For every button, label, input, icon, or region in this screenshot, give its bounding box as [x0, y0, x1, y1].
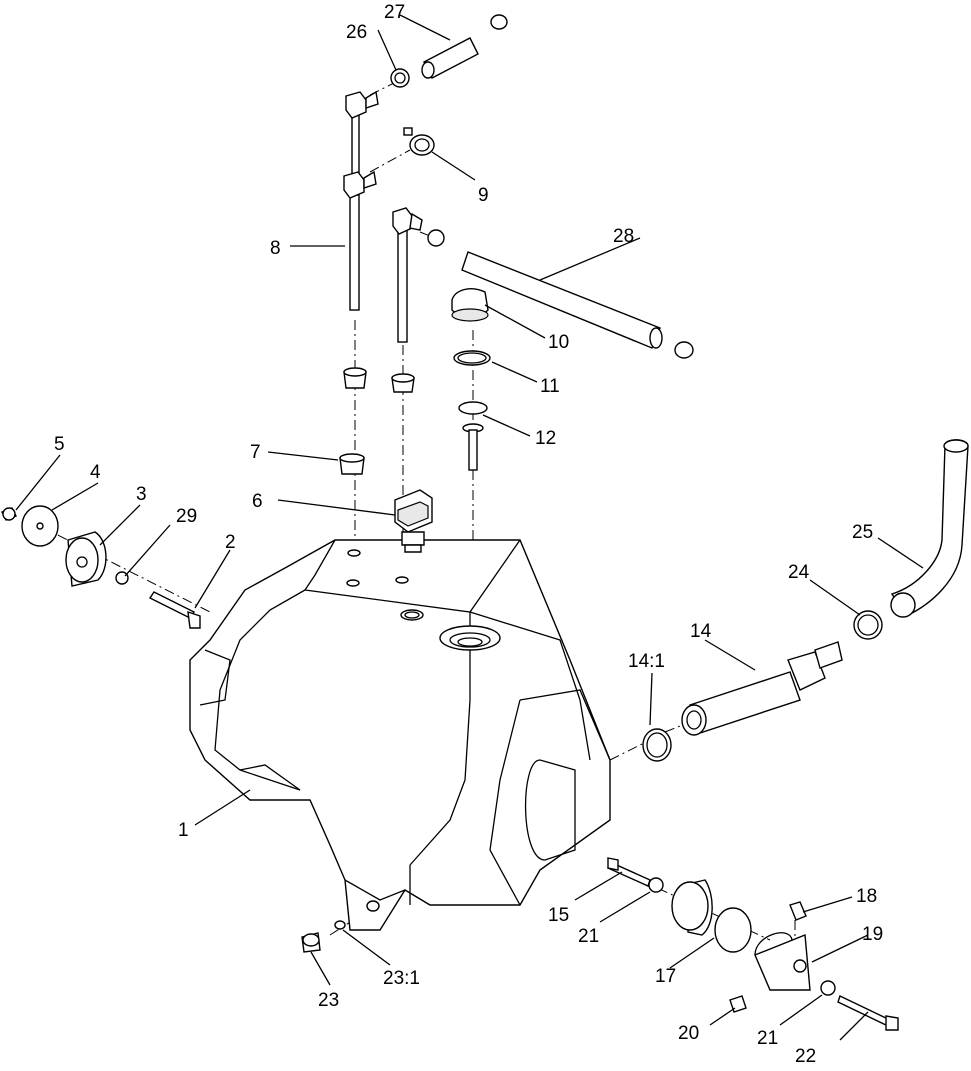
- filler-cap-parts: [451, 288, 491, 471]
- callout-19: 19: [862, 924, 883, 945]
- callout-27: 27: [384, 2, 405, 23]
- callout-17: 17: [655, 966, 676, 987]
- callout-15: 15: [548, 905, 569, 926]
- callout-25: 25: [852, 522, 873, 543]
- callout-23: 23: [318, 990, 339, 1011]
- callout-22: 22: [795, 1046, 816, 1067]
- callout-5: 5: [54, 434, 65, 455]
- callout-23-1: 23:1: [383, 968, 420, 989]
- pickup-tube-assembly: [343, 90, 423, 343]
- callout-26: 26: [346, 22, 367, 43]
- callout-11: 11: [540, 376, 560, 397]
- callout-2: 2: [225, 532, 236, 553]
- callout-labels: 1 2 3 4 5 6 7 8 9 10 11 12 14 14:1 15 17…: [54, 2, 883, 1067]
- drain-plug-parts: [301, 920, 346, 953]
- fuel-hose-28: [427, 229, 694, 359]
- callout-18: 18: [856, 886, 877, 907]
- callout-14-1: 14:1: [628, 651, 665, 672]
- grommets: [339, 367, 415, 475]
- left-mount-hardware: [1, 505, 201, 629]
- filler-neck-parts: [642, 439, 969, 762]
- callout-3: 3: [136, 484, 147, 505]
- right-mount-hardware: [607, 857, 899, 1031]
- callout-1: 1: [178, 820, 189, 841]
- upper-hose-parts: [390, 14, 508, 156]
- callout-14: 14: [690, 621, 712, 642]
- callout-12: 12: [535, 428, 556, 449]
- callout-24: 24: [788, 562, 810, 583]
- callout-10: 10: [548, 332, 569, 353]
- fuel-tank: [189, 539, 611, 931]
- callout-21-upper: 21: [578, 926, 599, 947]
- callout-6: 6: [252, 491, 263, 512]
- callout-29: 29: [176, 506, 197, 527]
- callout-4: 4: [90, 462, 101, 483]
- callout-9: 9: [478, 185, 489, 206]
- fuel-sender: [394, 489, 433, 553]
- callout-21-lower: 21: [757, 1028, 778, 1049]
- callout-7: 7: [250, 442, 261, 463]
- callout-28: 28: [613, 226, 634, 247]
- callout-8: 8: [270, 238, 281, 259]
- callout-20: 20: [678, 1023, 699, 1044]
- leader-lines: [15, 14, 924, 1041]
